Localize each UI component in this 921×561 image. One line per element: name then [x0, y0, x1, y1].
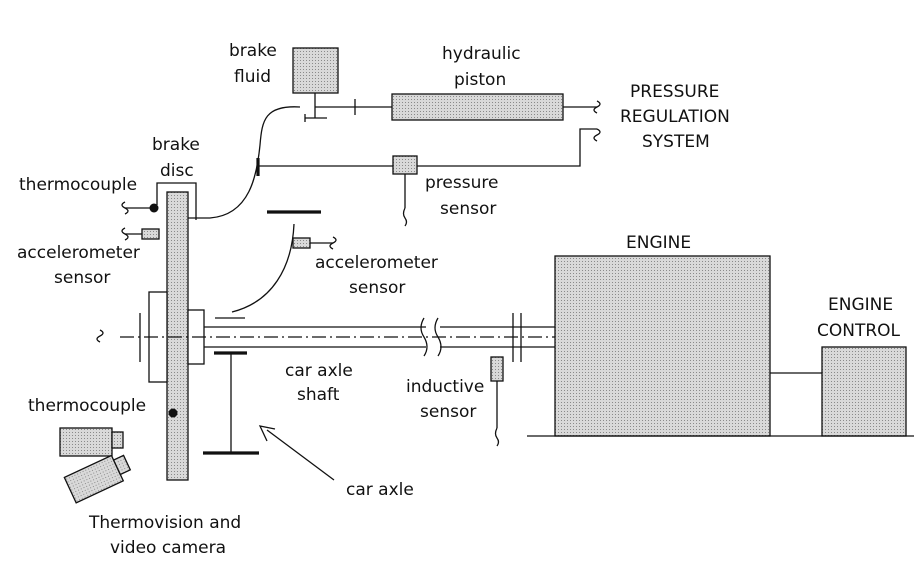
engine: [554, 255, 771, 437]
label-pressure-sensor: pressure sensor: [425, 173, 504, 219]
label-accelerometer-sensor-axle: accelerometer sensor: [315, 253, 443, 298]
thermocouple-bottom: [168, 408, 178, 418]
label-thermovision-video-camera: Thermovision and video camera: [88, 513, 247, 558]
engine-control: [770, 346, 907, 437]
accelerometer-disc: [121, 227, 160, 241]
inductive-sensor: [490, 356, 504, 447]
label-engine-control: ENGINE CONTROL: [817, 295, 901, 341]
label-car-axle: car axle: [346, 480, 414, 500]
label-brake-disc: brake disc: [152, 135, 205, 181]
label-thermocouple-bottom: thermocouple: [28, 396, 146, 416]
label-brake-fluid: brake fluid: [229, 41, 282, 87]
axle-support: [203, 351, 259, 455]
label-car-axle-shaft: car axle shaft: [285, 361, 358, 405]
thermovision-camera: [59, 427, 124, 457]
car-axle-arrow: [258, 425, 335, 481]
brake-fluid-reservoir: [292, 47, 339, 122]
car-axle-shaft: [96, 313, 555, 362]
label-accelerometer-sensor-left: accelerometer sensor: [17, 243, 145, 288]
hydraulic-piston: [391, 93, 601, 121]
label-inductive-sensor: inductive sensor: [406, 377, 490, 422]
pressure-feedback-line: [256, 128, 601, 176]
label-pressure-regulation-system: PRESSURE REGULATION SYSTEM: [620, 82, 735, 152]
thermocouple-top: [121, 201, 159, 215]
pressure-sensor: [392, 155, 418, 227]
hydraulic-line: [209, 99, 392, 219]
label-hydraulic-piston: hydraulic piston: [442, 44, 526, 90]
label-engine: ENGINE: [626, 233, 691, 253]
video-camera: [63, 454, 132, 504]
label-thermocouple-top: thermocouple: [19, 175, 137, 195]
accelerometer-axle: [215, 210, 337, 319]
